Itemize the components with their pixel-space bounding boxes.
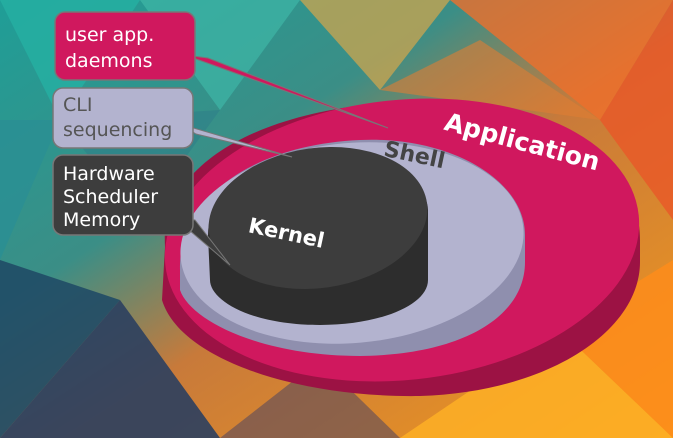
application-callout-line-2: daemons — [65, 50, 152, 72]
shell-callout-line-2: sequencing — [63, 119, 172, 141]
shell-callout-line-1: CLI — [63, 94, 92, 116]
application-callout-line-1: user app. — [65, 24, 154, 46]
kernel-callout-line-3: Memory — [63, 209, 140, 231]
kernel-callout-line-2: Scheduler — [63, 186, 158, 208]
kernel-callout-line-1: Hardware — [63, 163, 155, 185]
